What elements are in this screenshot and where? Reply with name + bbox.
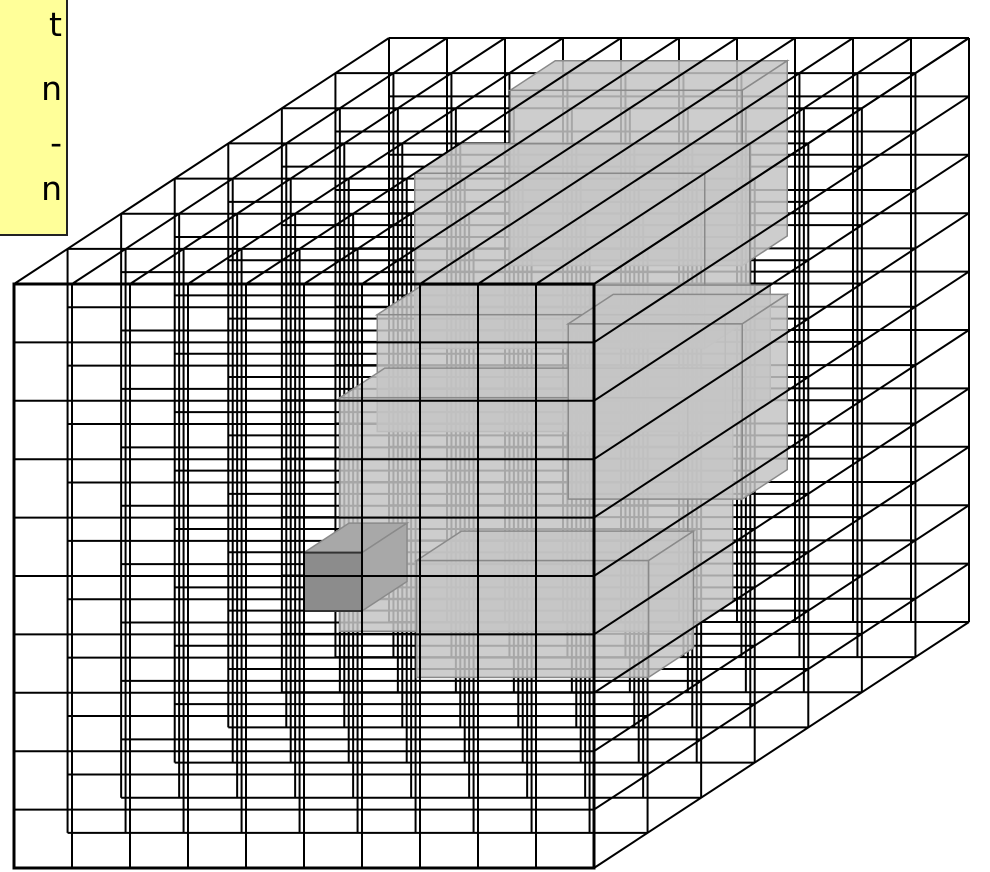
note-fragment-2: n: [41, 72, 62, 105]
note-fragment-1: t: [49, 8, 62, 41]
top-depth-line: [14, 38, 389, 284]
voxel-top-face: [417, 531, 694, 561]
note-box: t n - n: [0, 0, 68, 236]
voxel-top-face: [510, 61, 787, 91]
inner-voxel-cluster: [304, 61, 787, 678]
highlight-voxel-front: [304, 553, 362, 611]
voxel-top-face: [415, 144, 750, 174]
note-fragment-4: n: [41, 172, 62, 205]
voxel-front-face: [417, 561, 649, 678]
note-fragment-3: -: [50, 126, 62, 159]
voxel-side-face: [742, 294, 787, 499]
top-depth-line: [72, 38, 447, 284]
